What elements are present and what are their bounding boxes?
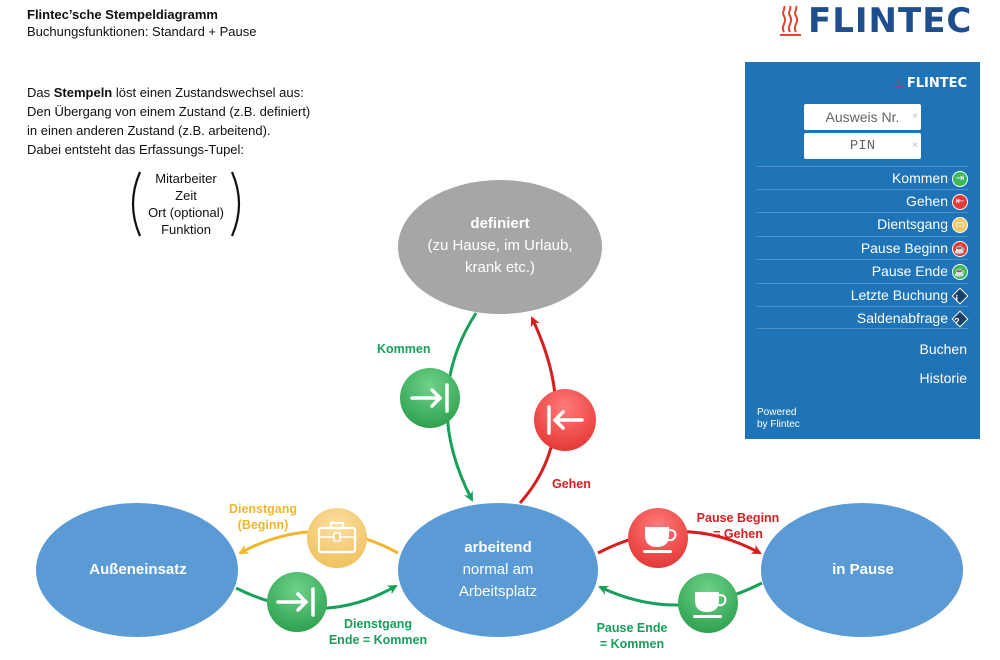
clear-icon[interactable]: × [912, 140, 918, 151]
flintec-logo: FLINTEC [778, 1, 988, 41]
cup-icon [628, 508, 688, 568]
node-subtitle: krank etc.) [464, 259, 536, 276]
tuple-parentheses [131, 171, 241, 237]
label-dienstgang-ende: Dienstgang Ende = Kommen [316, 616, 440, 648]
menu-item-label: Dientsgang [877, 216, 948, 232]
pin-input[interactable]: PIN × [804, 133, 921, 159]
cup-icon [678, 573, 738, 633]
cup-icon: ☕ [952, 264, 968, 280]
cup-icon: ☕ [952, 241, 968, 257]
node-definiert [398, 180, 602, 314]
menu-item-letzte-buchung[interactable]: Letzte Buchung i [757, 283, 969, 306]
intro-prefix: Das [27, 85, 54, 100]
label-line: Dienstgang [228, 502, 298, 516]
tuple-item: Funktion [161, 222, 211, 237]
kommen-icon [400, 368, 460, 428]
intro-bold-term: Stempeln [53, 85, 113, 100]
menu-item-kommen[interactable]: Kommen ⇥ [757, 166, 968, 189]
label-line: = Kommen [599, 637, 665, 651]
powered-by: Powered by Flintec [757, 407, 800, 431]
intro-text: Das Stempeln löst einen Zustandswechsel … [27, 83, 310, 159]
powered-line-1: Powered [757, 407, 797, 418]
label-dienstgang-beginn: Dienstgang (Beginn) [220, 501, 306, 533]
briefcase-icon [307, 508, 367, 568]
node-subtitle: normal am [462, 561, 534, 578]
menu-item-label: Saldenabfrage [856, 310, 948, 326]
flame-icon: ♨ [893, 76, 905, 91]
tuple-item: Ort (optional) [148, 205, 224, 220]
menu-item-saldenabfrage[interactable]: Saldenabfrage ? [757, 306, 969, 329]
label-pause-beginn: Pause Beginn = Gehen [688, 510, 788, 542]
intro-line-3: in einen anderen Zustand (z.B. arbeitend… [27, 123, 271, 138]
gehen-icon [534, 389, 596, 451]
page-subtitle: Buchungsfunktionen: Standard + Pause [27, 24, 257, 39]
label-line: (Beginn) [237, 518, 289, 532]
menu-item-label: Letzte Buchung [850, 287, 948, 303]
intro-suffix: löst einen Zustandswechsel aus: [112, 85, 304, 100]
node-arbeitend [398, 503, 598, 637]
node-subtitle: (zu Hause, im Urlaub, [427, 237, 573, 254]
label-line: = Gehen [713, 527, 763, 541]
node-arbeitend-label: arbeitend normal am Arbeitsplatz [398, 537, 598, 603]
node-pause-label: in Pause [832, 561, 894, 578]
label-gehen: Gehen [552, 477, 591, 491]
node-aussen [36, 503, 238, 637]
clear-icon[interactable]: × [912, 111, 918, 122]
menu-item-dienstgang[interactable]: Dientsgang ▭ [757, 212, 968, 235]
flame-icon [780, 5, 801, 36]
intro-line-1: Das Stempeln löst einen Zustandswechsel … [27, 83, 310, 102]
node-subtitle: Arbeitsplatz [458, 583, 538, 600]
badge-number-placeholder: Ausweis Nr. [825, 109, 900, 125]
menu-item-pause-beginn[interactable]: Pause Beginn ☕ [757, 236, 968, 259]
historie-button[interactable]: Historie [919, 370, 967, 386]
arrow-in-icon: ⇥ [952, 171, 968, 187]
logo-text: FLINTEC [808, 1, 973, 41]
menu-item-label: Gehen [905, 193, 948, 209]
panel-logo-text: FLINTEC [906, 76, 967, 91]
intro-line-4: Dabei entsteht das Erfassungs-Tupel: [27, 142, 245, 157]
terminal-panel: ♨FLINTEC Ausweis Nr. × PIN × Kommen ⇥ Gehe… [745, 62, 980, 439]
node-title: arbeitend [464, 539, 532, 556]
menu-item-label: Pause Beginn [860, 240, 948, 256]
node-pause [761, 503, 963, 637]
label-pause-ende: Pause Ende = Kommen [582, 620, 682, 652]
capture-tuple: Mitarbeiter Zeit Ort (optional) Funktion [126, 168, 246, 240]
panel-logo: ♨FLINTEC [893, 76, 967, 91]
arrow-out-icon: ⇤ [952, 194, 968, 210]
menu-item-gehen[interactable]: Gehen ⇤ [757, 189, 968, 212]
briefcase-icon: ▭ [952, 217, 968, 233]
label-kommen: Kommen [377, 342, 431, 356]
dienstgang-ende-icon [267, 572, 327, 632]
menu-item-pause-ende[interactable]: Pause Ende ☕ [757, 259, 968, 282]
label-line: Ende = Kommen [328, 633, 428, 647]
page-title: Flintec’sche Stempeldiagramm [27, 7, 218, 22]
intro-line-2: Den Übergang von einem Zustand (z.B. def… [27, 104, 311, 119]
tuple-item: Zeit [175, 188, 197, 203]
label-line: Pause Beginn [696, 511, 780, 525]
menu-item-label: Pause Ende [871, 263, 948, 279]
node-title: definiert [470, 215, 530, 232]
buchen-button[interactable]: Buchen [919, 341, 967, 357]
powered-line-2: by Flintec [757, 419, 800, 430]
node-definiert-label: definiert (zu Hause, im Urlaub, krank et… [398, 213, 602, 279]
menu-item-label: Kommen [891, 170, 948, 186]
tuple-item: Mitarbeiter [155, 171, 217, 186]
pin-placeholder: PIN [849, 138, 876, 154]
node-aussen-label: Außeneinsatz [89, 561, 187, 578]
badge-number-input[interactable]: Ausweis Nr. × [804, 104, 921, 130]
label-line: Pause Ende [596, 621, 668, 635]
label-line: Dienstgang [343, 617, 413, 631]
